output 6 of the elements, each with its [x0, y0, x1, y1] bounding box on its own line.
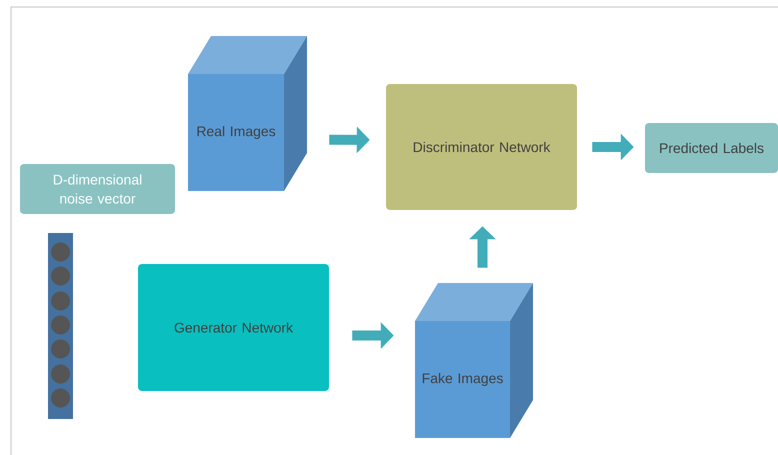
process-box: Discriminator Network	[386, 84, 577, 210]
cube-drawing: Real Images	[188, 36, 307, 191]
output-box: Predicted Labels	[645, 123, 778, 173]
process-box: Generator Network	[138, 264, 329, 391]
label-box: D-dimensional noise vector	[20, 164, 175, 214]
cube-drawing: Fake Images	[415, 283, 533, 438]
